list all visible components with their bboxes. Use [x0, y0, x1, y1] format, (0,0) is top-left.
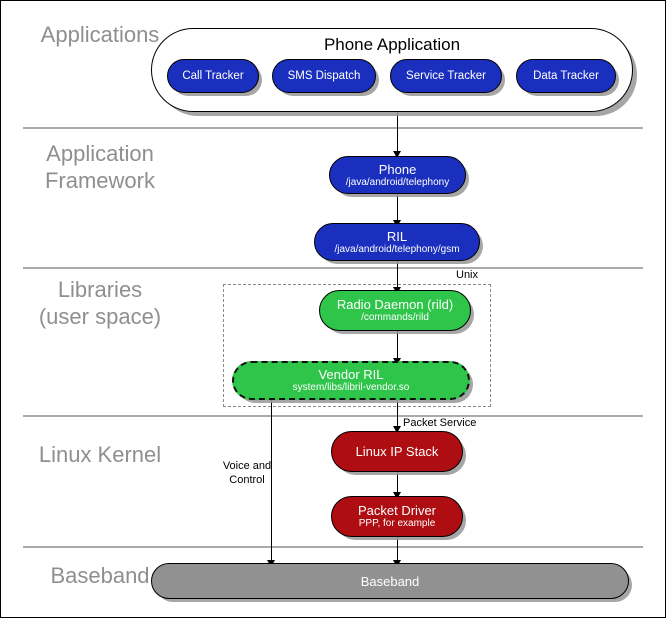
app-node-sms-dispatch-label: SMS Dispatch [287, 69, 361, 82]
arrowhead-vendorril-to-ipstack [393, 426, 401, 433]
kernel-node-packet-driver-subtitle: PPP, for example [358, 518, 436, 529]
kernel-node-linux-ip-stack-title: Linux IP Stack [355, 444, 439, 459]
library-node-vendor-ril-subtitle: system/libs/libril-vendor.so [292, 382, 410, 393]
layer-label-baseband: Baseband [50, 563, 150, 588]
layer-label-linux-kernel: Linux Kernel [38, 442, 162, 467]
framework-node-phone-subtitle: /java/android/telephony [345, 176, 450, 188]
app-node-service-tracker[interactable]: Service Tracker [390, 59, 502, 93]
app-node-data-tracker-label: Data Tracker [533, 69, 599, 82]
layer-label-libraries: Libraries (user space) [38, 277, 162, 329]
kernel-node-linux-ip-stack[interactable]: Linux IP Stack [331, 431, 463, 472]
divider-linux-kernel [23, 546, 643, 548]
connector-phone-to-ril [397, 193, 398, 226]
kernel-node-packet-driver[interactable]: Packet Driver PPP, for example [331, 496, 463, 537]
library-node-vendor-ril-title: Vendor RIL [318, 367, 384, 382]
unix-region-label: Unix [456, 269, 479, 281]
framework-node-ril-title: RIL [386, 228, 408, 244]
connector-vendorril-to-baseband [271, 399, 272, 566]
unix-region [223, 284, 491, 407]
baseband-node[interactable]: Baseband [151, 563, 629, 599]
layer-label-applications: Applications [40, 22, 160, 47]
kernel-node-packet-driver-title: Packet Driver [357, 503, 437, 518]
divider-application-framework [23, 267, 643, 269]
framework-node-phone-title: Phone [378, 161, 417, 177]
app-node-data-tracker[interactable]: Data Tracker [516, 59, 616, 93]
framework-node-ril-subtitle: /java/android/telephony/gsm [334, 243, 460, 255]
edge-label-voice-and-control: Voice and Control [222, 460, 272, 486]
library-node-vendor-ril[interactable]: Vendor RIL system/libs/libril-vendor.so [232, 361, 470, 400]
layer-label-application-framework: Application Framework [44, 141, 155, 193]
connector-ipstack-to-driver [397, 471, 398, 497]
library-node-radio-daemon-subtitle: /commands/rild [361, 312, 429, 323]
library-node-radio-daemon[interactable]: Radio Daemon (rild) /commands/rild [319, 290, 471, 331]
divider-libraries [23, 415, 643, 417]
framework-node-ril[interactable]: RIL /java/android/telephony/gsm [314, 223, 480, 261]
arrowhead-app-to-phone [393, 151, 401, 158]
framework-node-phone[interactable]: Phone /java/android/telephony [329, 156, 466, 194]
connector-vendorril-to-ipstack [397, 399, 398, 432]
baseband-node-title: Baseband [360, 573, 420, 589]
edge-label-packet-service: Packet Service [403, 417, 477, 429]
connector-rild-to-vendorril [397, 330, 398, 364]
app-node-sms-dispatch[interactable]: SMS Dispatch [272, 59, 376, 93]
app-node-call-tracker[interactable]: Call Tracker [167, 59, 259, 93]
connector-app-to-phone [397, 111, 398, 157]
phone-application-title: Phone Application [323, 35, 461, 54]
connector-ril-to-rild [397, 260, 398, 293]
connector-driver-to-baseband [397, 536, 398, 566]
app-node-call-tracker-label: Call Tracker [182, 69, 244, 82]
divider-applications [23, 127, 643, 129]
library-node-radio-daemon-title: Radio Daemon (rild) [336, 297, 454, 312]
app-node-service-tracker-label: Service Tracker [406, 69, 486, 82]
